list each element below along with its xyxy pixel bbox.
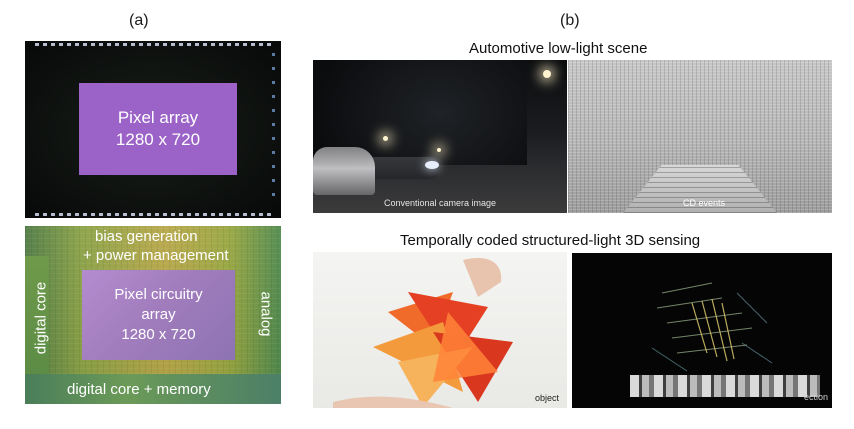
object-photo: object [313,252,567,408]
pixel-circuitry-region: Pixel circuitry array 1280 x 720 [82,270,235,360]
cd-events-caption: CD events [683,198,726,208]
panel-label-a: (a) [129,12,149,29]
die-edge-marks [272,53,275,206]
pixel-circuitry-label: Pixel circuitry [114,286,203,303]
point-cloud-stroke [721,302,735,360]
memory-region [25,374,281,404]
point-cloud-stroke [701,300,718,358]
street-lamp [383,136,388,141]
point-cloud-stroke [711,298,728,362]
chip-floorplan: bias generation + power management Pixel… [25,226,281,404]
pixel-array-region: Pixel array 1280 x 720 [79,83,237,175]
power-management-label: + power management [83,247,229,264]
origami-object [333,258,513,408]
parked-car [313,147,375,195]
automotive-scene-caption: Automotive low-light scene [469,40,648,57]
point-cloud [651,282,773,372]
digital-core-memory-label: digital core + memory [67,381,211,398]
point-cloud-stroke [666,312,743,324]
point-cloud-stroke [691,302,708,354]
pixelated-caption-area [630,375,820,397]
pixel-circuitry-resolution: 1280 x 720 [121,326,196,343]
digital-core-label: digital core [32,281,50,355]
analog-label: analog [257,291,275,337]
bond-pad-row [35,213,271,216]
point-cloud-stroke [661,282,713,294]
origami-facet [433,312,498,382]
pixel-array-resolution: 1280 x 720 [115,130,201,149]
structured-light-caption: Temporally coded structured-light 3D sen… [400,232,701,249]
point-cloud-stroke [651,347,688,372]
conventional-image-caption: Conventional camera image [384,198,497,208]
digital-core-region [25,256,49,374]
pixel-array-label: Pixel array [117,108,199,127]
point-cloud-stroke [671,327,753,339]
hand [463,258,502,297]
object-caption: object [534,393,559,403]
panel-label-b: (b) [560,12,580,29]
headlight [425,161,439,169]
sensor-die-photo: Pixel array 1280 x 720 [25,41,281,218]
reconstruction-caption-tail: ection [803,392,828,402]
street-lamp [543,70,551,78]
bias-generation-label: bias generation [95,228,198,245]
point-cloud-stroke [656,297,723,309]
pixel-circuitry-array-label: array [141,306,176,323]
point-cloud-stroke [736,292,768,324]
conventional-camera-image: Conventional camera image [313,60,567,213]
bond-pad-row [35,43,271,46]
cd-events-image: CD events [568,60,832,213]
3d-reconstruction-image: ection [572,253,832,408]
building [527,80,567,170]
point-cloud-stroke [676,344,748,354]
parked-cars [368,157,438,179]
street-lamp [437,148,441,152]
hand [333,396,453,408]
point-cloud-stroke [741,342,773,364]
